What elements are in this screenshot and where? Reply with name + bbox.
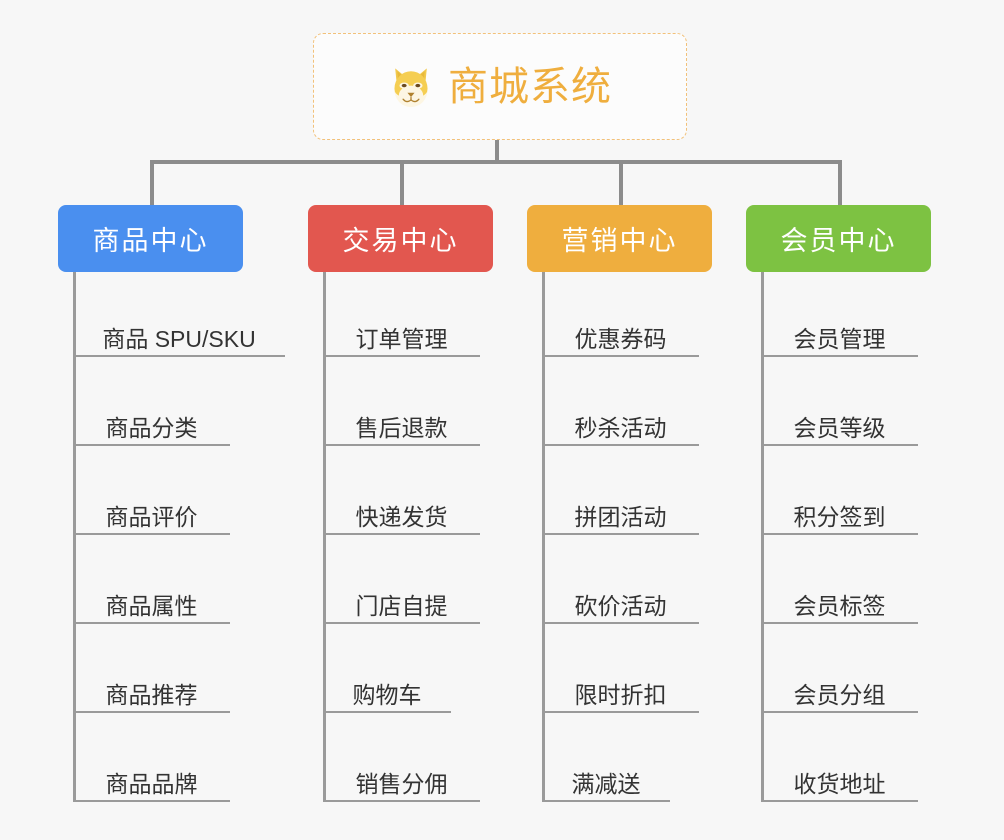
leaf-underline (761, 355, 918, 357)
leaf-label: 商品品牌 (105, 771, 198, 797)
trunk-line-4 (761, 272, 764, 802)
category-box-1[interactable]: 商品中心 (58, 205, 243, 272)
page-title: 商城系统 (448, 64, 612, 109)
leaf-underline (73, 711, 230, 713)
category-label: 交易中心 (342, 226, 459, 256)
leaf-underline (542, 444, 699, 446)
leaf-underline (73, 800, 230, 802)
trunk-line-1 (73, 272, 76, 802)
leaf-label: 会员等级 (793, 415, 886, 441)
leaf-underline (73, 355, 285, 357)
leaf-label: 会员管理 (793, 326, 886, 352)
leaf-underline (542, 800, 670, 802)
drop-connector-4 (838, 160, 842, 205)
leaf-underline (761, 444, 918, 446)
drop-connector-2 (400, 160, 404, 205)
leaf-label: 会员分组 (793, 682, 886, 708)
leaf-label: 拼团活动 (574, 504, 667, 530)
leaf-label: 商品 SPU/SKU (102, 326, 256, 352)
trunk-line-2 (323, 272, 326, 802)
leaf-underline (761, 711, 918, 713)
leaf-label: 商品推荐 (105, 682, 198, 708)
leaf-label: 售后退款 (355, 415, 448, 441)
leaf-underline (542, 711, 699, 713)
category-label: 营销中心 (561, 226, 678, 256)
leaf-label: 会员标签 (793, 593, 886, 619)
leaf-label: 商品评价 (105, 504, 198, 530)
leaf-underline (323, 800, 480, 802)
root-node[interactable]: 商城系统 (313, 33, 687, 140)
drop-connector-1 (150, 160, 154, 205)
leaf-underline (73, 533, 230, 535)
leaf-underline (761, 533, 918, 535)
leaf-underline (542, 533, 699, 535)
leaf-label: 购物车 (352, 682, 422, 708)
leaf-label: 砍价活动 (574, 593, 667, 619)
leaf-label: 积分签到 (793, 504, 886, 530)
leaf-underline (542, 355, 699, 357)
leaf-label: 秒杀活动 (574, 415, 667, 441)
leaf-underline (323, 533, 480, 535)
category-label: 会员中心 (780, 226, 897, 256)
category-label: 商品中心 (92, 226, 209, 256)
category-box-4[interactable]: 会员中心 (746, 205, 931, 272)
leaf-label: 收货地址 (793, 771, 886, 797)
leaf-label: 优惠券码 (574, 326, 667, 352)
drop-connector-3 (619, 160, 623, 205)
leaf-underline (323, 622, 480, 624)
leaf-label: 满减送 (571, 771, 641, 797)
root-stem-connector (495, 140, 499, 162)
leaf-label: 商品属性 (105, 593, 198, 619)
shiba-dog-face-icon (394, 67, 428, 107)
category-box-3[interactable]: 营销中心 (527, 205, 712, 272)
leaf-underline (73, 622, 230, 624)
horizontal-bus-connector (150, 160, 839, 164)
leaf-underline (761, 800, 918, 802)
leaf-underline (761, 622, 918, 624)
leaf-label: 限时折扣 (574, 682, 667, 708)
leaf-label: 快递发货 (355, 504, 448, 530)
trunk-line-3 (542, 272, 545, 802)
leaf-underline (323, 355, 480, 357)
leaf-label: 门店自提 (355, 593, 448, 619)
leaf-underline (73, 444, 230, 446)
leaf-label: 订单管理 (355, 326, 448, 352)
leaf-underline (542, 622, 699, 624)
leaf-label: 商品分类 (105, 415, 198, 441)
category-box-2[interactable]: 交易中心 (308, 205, 493, 272)
leaf-label: 销售分佣 (355, 771, 448, 797)
leaf-underline (323, 444, 480, 446)
leaf-underline (323, 711, 451, 713)
